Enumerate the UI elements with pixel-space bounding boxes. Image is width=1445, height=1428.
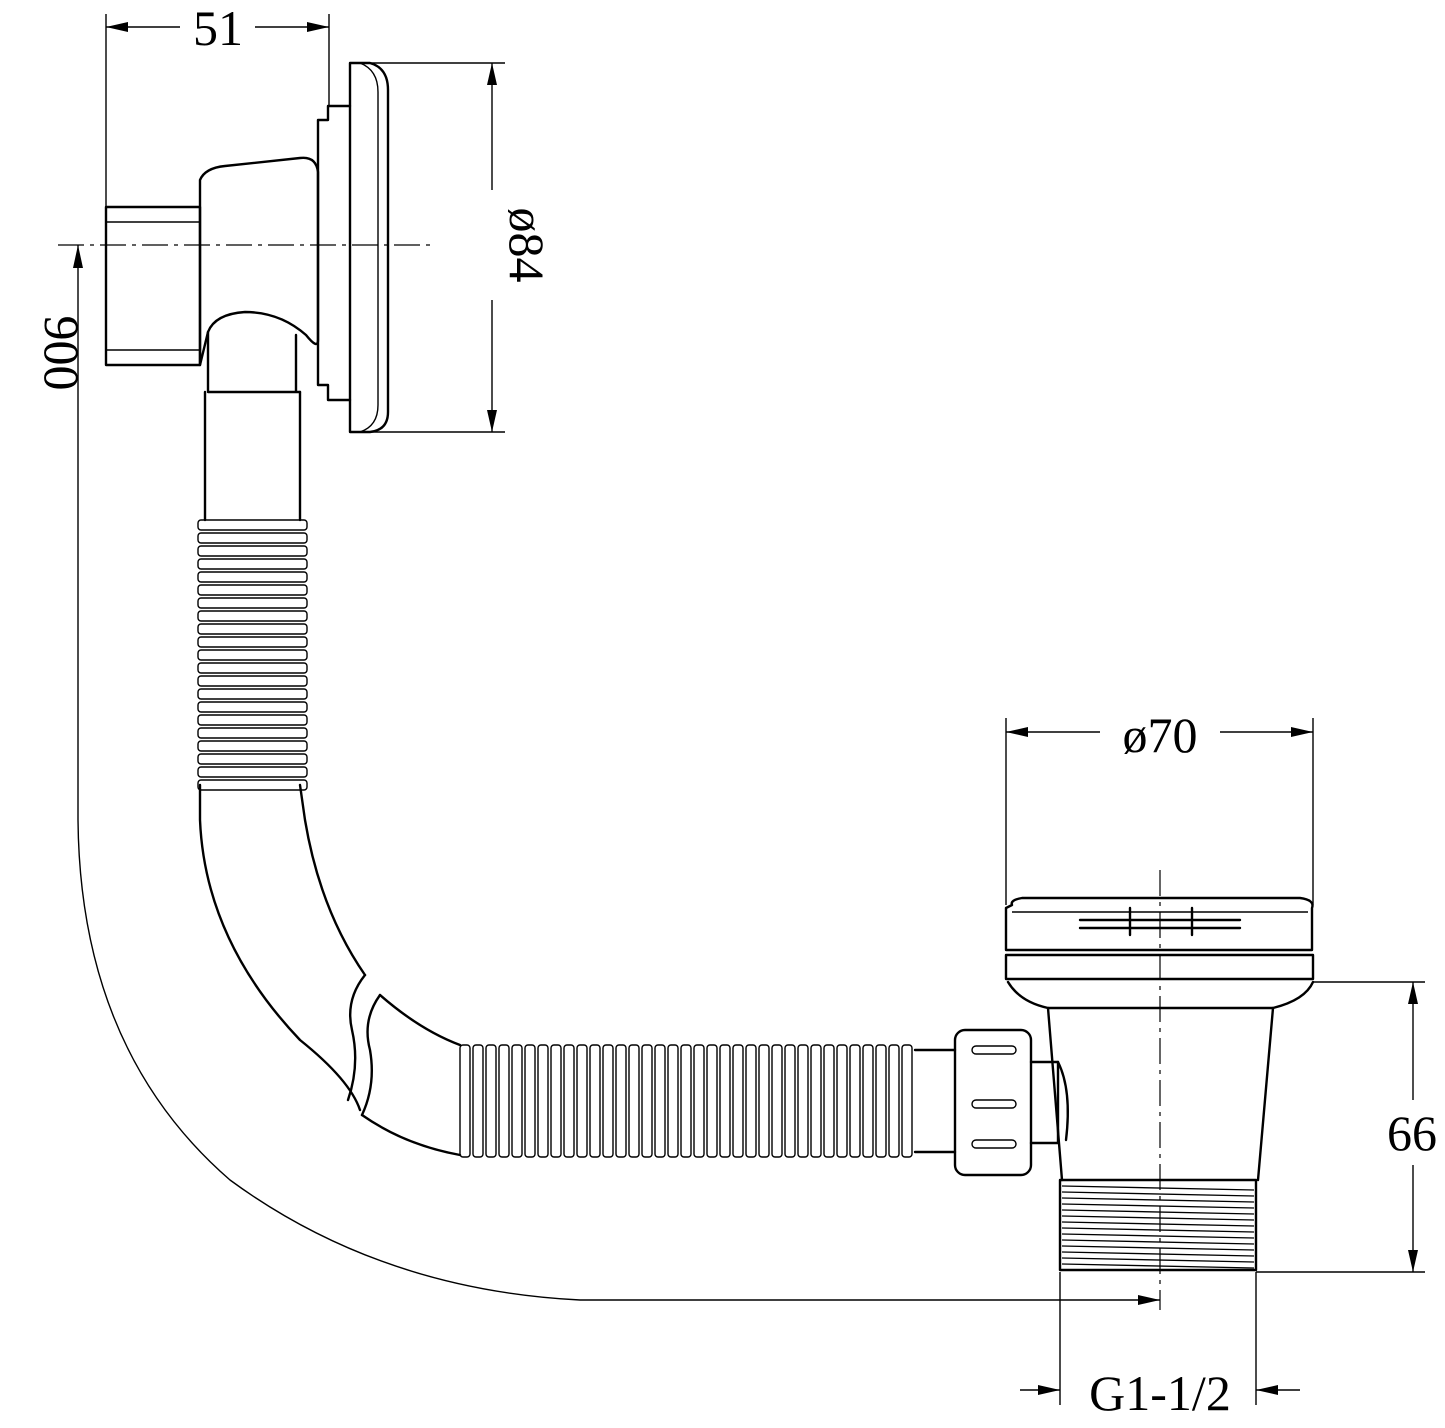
corrugation-ring (667, 1044, 679, 1158)
corrugation-ring (197, 623, 308, 635)
corrugation-ring (797, 1044, 809, 1158)
dimension-label-70: ø70 (1123, 707, 1198, 763)
thread-lines (1061, 1185, 1255, 1269)
corrugation-ring (197, 584, 308, 596)
corrugation-ring (524, 1044, 536, 1158)
corrugation-ring (472, 1044, 484, 1158)
corrugation-ring (888, 1044, 900, 1158)
dimension-84: ø84 (370, 62, 555, 433)
corrugation-ring (537, 1044, 549, 1158)
thread-line (1061, 1197, 1255, 1203)
corrugation-ring (719, 1044, 731, 1158)
thread-line (1061, 1203, 1255, 1209)
corrugation-ring (745, 1044, 757, 1158)
corrugation-ring (576, 1044, 588, 1158)
dimension-label-66: 66 (1387, 1105, 1437, 1161)
dimension-label-thread: G1-1/2 (1089, 1365, 1231, 1421)
thread-line (1061, 1227, 1255, 1233)
thread-line (1061, 1239, 1255, 1245)
corrugation-ring (862, 1044, 874, 1158)
corrugation-ring (849, 1044, 861, 1158)
corrugation-ring (197, 714, 308, 726)
dimension-66: 66 (1256, 981, 1437, 1273)
thread-line (1061, 1209, 1255, 1215)
corrugation-ring (511, 1044, 523, 1158)
corrugation-ring (706, 1044, 718, 1158)
thread-line (1061, 1221, 1255, 1227)
corrugation-ring (680, 1044, 692, 1158)
corrugation-ring (197, 636, 308, 648)
overflow-assembly (58, 61, 430, 434)
corrugation-ring (197, 688, 308, 700)
corrugation-ring (901, 1044, 913, 1158)
corrugation-ring (197, 753, 308, 765)
dimension-900: 900 (34, 245, 1160, 1305)
union-nut (953, 1028, 1060, 1177)
corrugation-ring (810, 1044, 822, 1158)
vertical-hose (197, 390, 462, 1157)
horizontal-corrugation (459, 1044, 913, 1158)
corrugation-ring (197, 571, 308, 583)
corrugation-ring (693, 1044, 705, 1158)
corrugation-ring (197, 662, 308, 674)
corrugation-ring (197, 766, 308, 778)
corrugation-ring (197, 558, 308, 570)
corrugation-ring (823, 1044, 835, 1158)
thread-line (1061, 1257, 1255, 1263)
horizontal-hose (459, 1044, 957, 1158)
corrugation-ring (615, 1044, 627, 1158)
thread-line (1061, 1233, 1255, 1239)
thread-line (1061, 1251, 1255, 1257)
corrugation-ring (550, 1044, 562, 1158)
corrugation-ring (197, 649, 308, 661)
corrugation-ring (197, 532, 308, 544)
corrugation-ring (654, 1044, 666, 1158)
corrugation-ring (197, 675, 308, 687)
corrugation-ring (758, 1044, 770, 1158)
thread-line (1061, 1215, 1255, 1221)
thread-line (1061, 1185, 1255, 1191)
corrugation-ring (459, 1044, 471, 1158)
thread-line (1061, 1263, 1255, 1269)
corrugation-ring (197, 701, 308, 713)
corrugation-ring (197, 727, 308, 739)
corrugation-ring (563, 1044, 575, 1158)
dimension-label-900: 900 (34, 316, 90, 391)
corrugation-ring (485, 1044, 497, 1158)
corrugation-ring (875, 1044, 887, 1158)
waste-assembly (1004, 870, 1315, 1310)
corrugation-ring (589, 1044, 601, 1158)
corrugation-ring (197, 610, 308, 622)
corrugation-ring (197, 545, 308, 557)
dimension-label-51: 51 (193, 0, 243, 56)
dimension-51: 51 (105, 0, 330, 207)
thread-line (1061, 1245, 1255, 1251)
corrugation-ring (732, 1044, 744, 1158)
dimension-label-84: ø84 (499, 208, 555, 283)
corrugation-ring (771, 1044, 783, 1158)
corrugation-ring (197, 519, 308, 531)
vertical-corrugation (197, 519, 308, 791)
corrugation-ring (498, 1044, 510, 1158)
corrugation-ring (602, 1044, 614, 1158)
corrugation-ring (628, 1044, 640, 1158)
corrugation-ring (836, 1044, 848, 1158)
thread-line (1061, 1191, 1255, 1197)
corrugation-ring (197, 740, 308, 752)
dimension-thread: G1-1/2 (1020, 1272, 1300, 1421)
corrugation-ring (641, 1044, 653, 1158)
corrugation-ring (197, 597, 308, 609)
dimension-70: ø70 (1005, 707, 1314, 905)
corrugation-ring (784, 1044, 796, 1158)
corrugation-ring (197, 779, 308, 791)
